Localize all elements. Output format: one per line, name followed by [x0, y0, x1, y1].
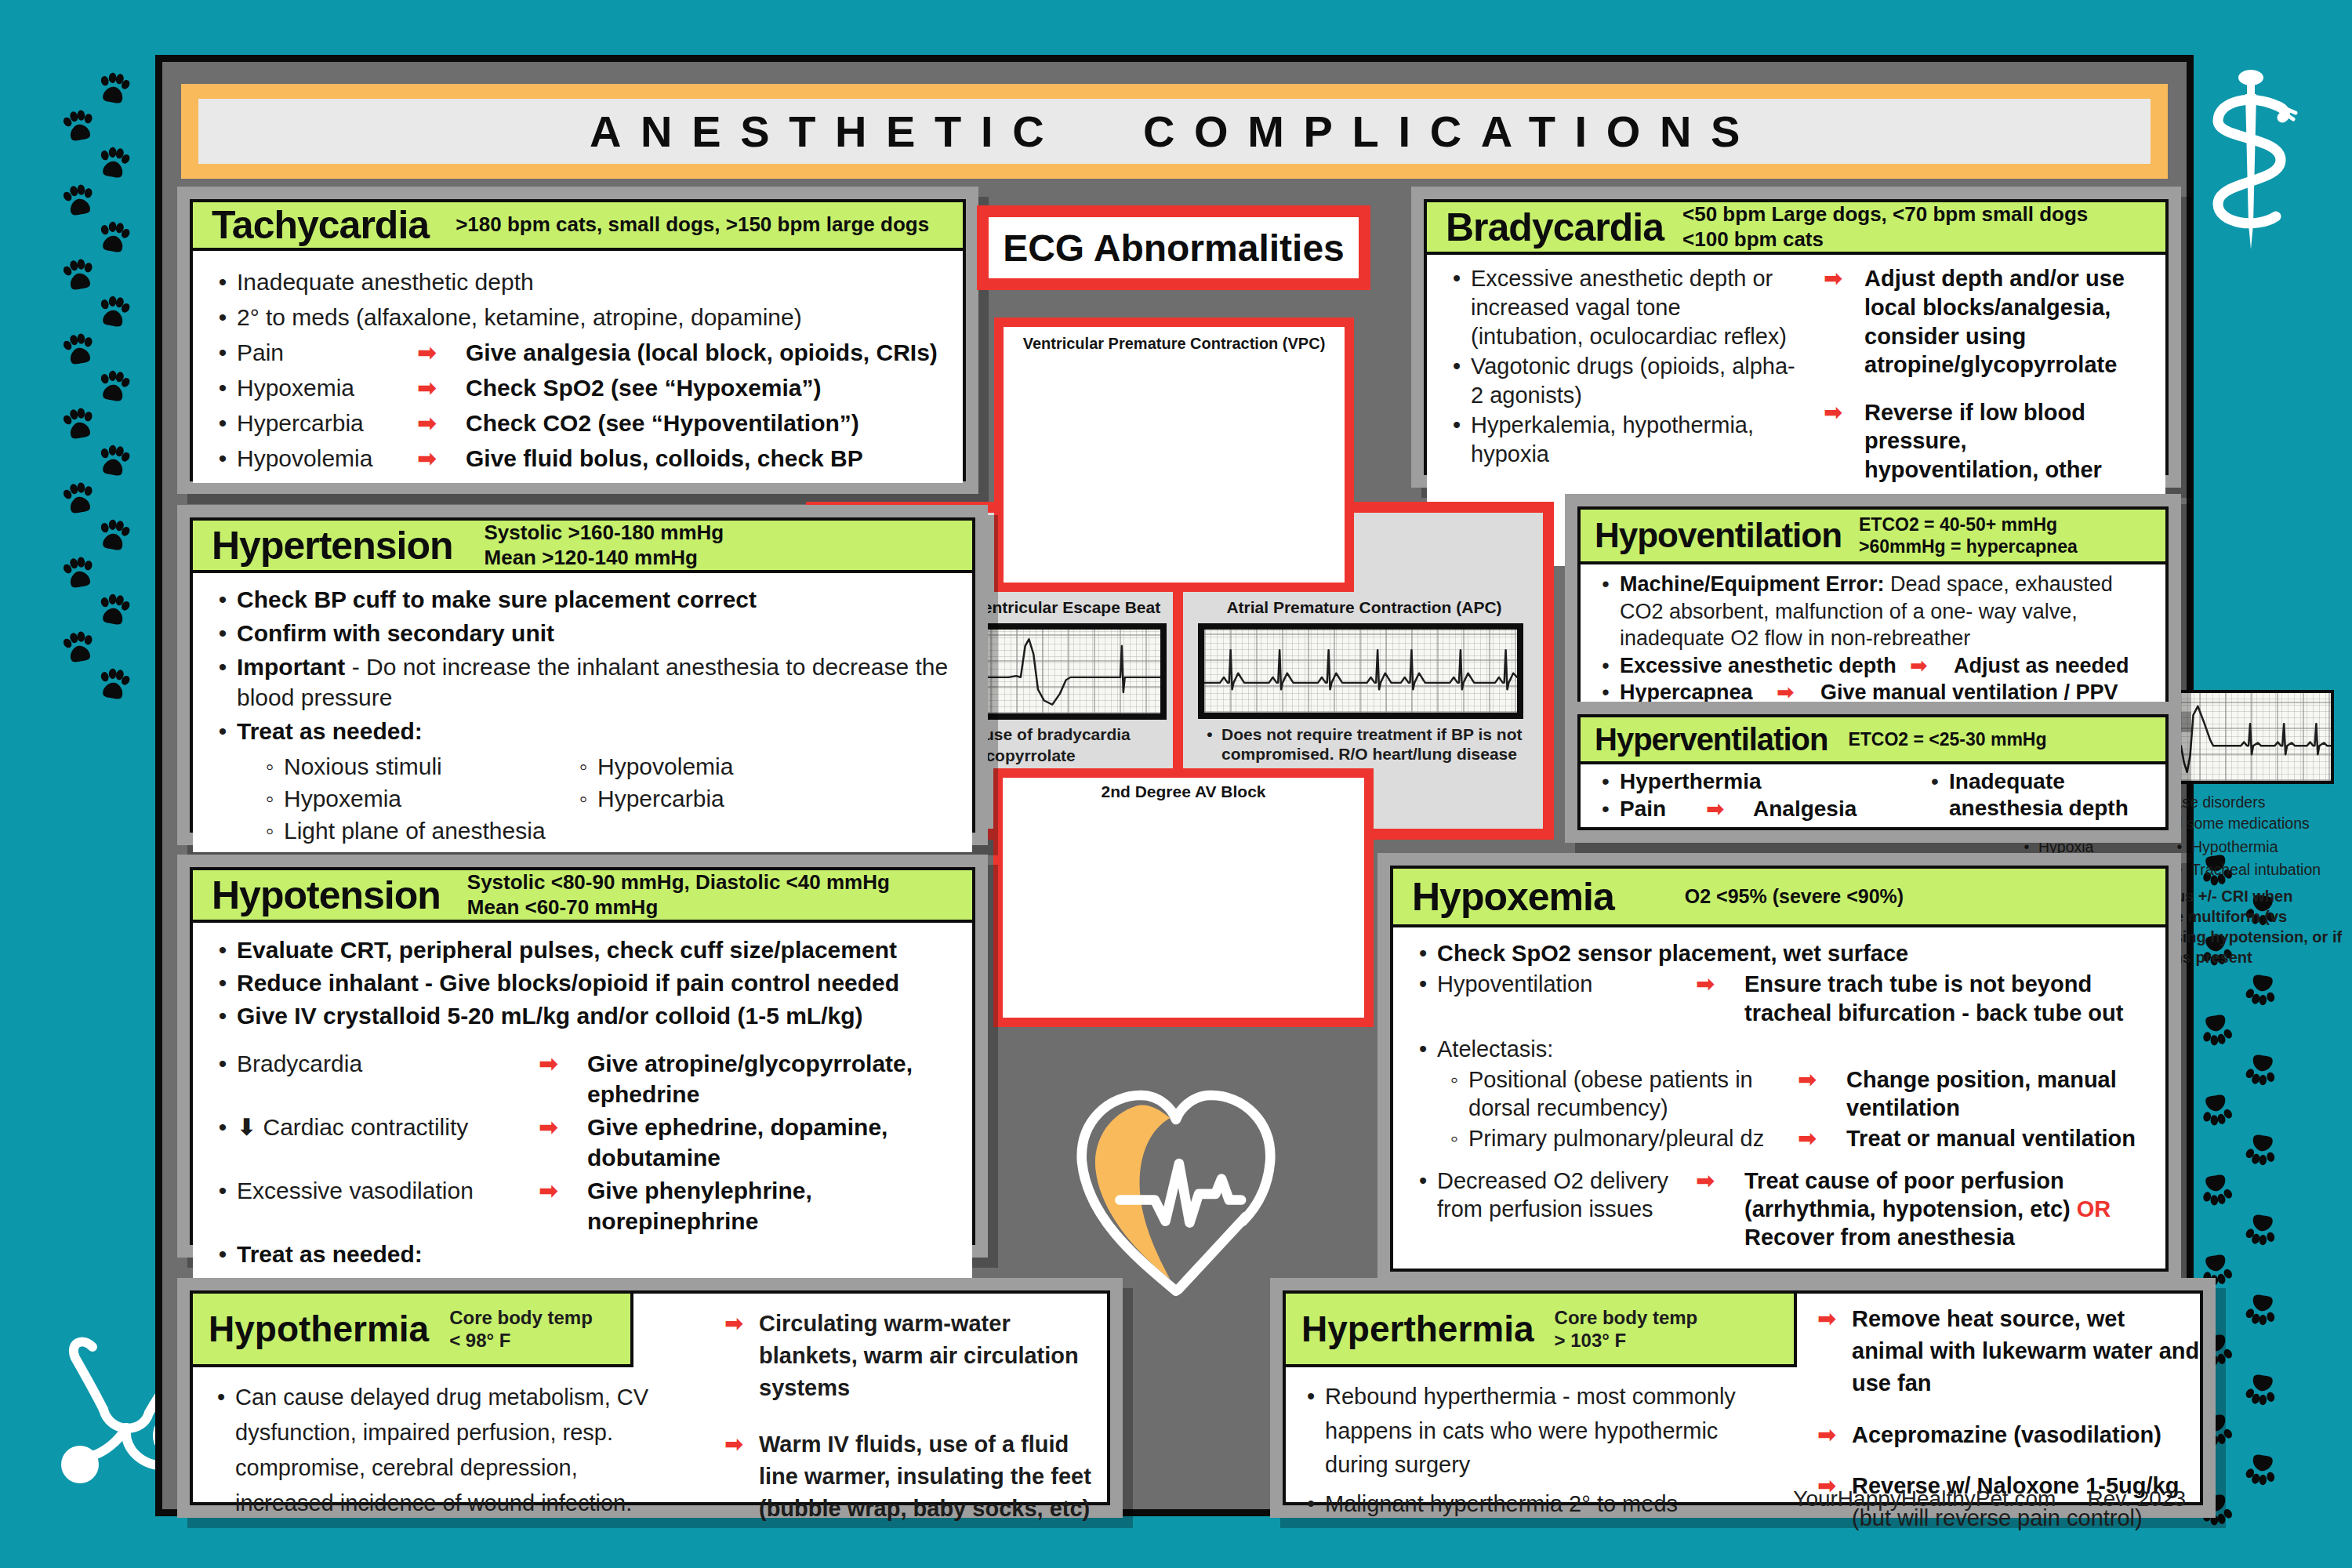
panel-subtitle: Systolic <80-90 mmHg, Diastolic <40 mmHg… [467, 870, 890, 920]
arrow-icon: ➡ [1817, 1303, 1852, 1335]
hypothermia-header: Hypothermia Core body temp < 98° F [190, 1290, 633, 1367]
avblock-box: 2nd Degree AV Block Increased vagal tone… [993, 768, 1374, 1027]
list-item: Hypoxemia [284, 783, 401, 814]
paw-icon [2241, 1052, 2281, 1091]
paw-icon [2198, 1012, 2237, 1051]
action: Change position, manual ventilation [1846, 1065, 2147, 1123]
list-item: Hypovolemia [597, 751, 733, 782]
bradycardia-header: Bradycardia <50 bpm Large dogs, <70 bpm … [1427, 202, 2165, 255]
cause: Vagotonic drugs (opioids, alpha-2 agonis… [1471, 352, 1795, 409]
paw-icon [59, 626, 99, 666]
hyperventilation-header: Hyperventilation ETCO2 = <25-30 mmHg [1581, 717, 2165, 764]
list-item: Reduce inhalant - Give blocks/opioid if … [237, 967, 899, 998]
list-item: Evaluate CRT, peripheral pulses, check c… [237, 935, 897, 965]
arrow-icon: ➡ [1798, 1124, 1846, 1152]
hypoventilation-body: Machine/Equipment Error: Dead space, exh… [1581, 564, 2165, 706]
paw-icon [95, 439, 134, 478]
list-item: Give IV crystalloid 5-20 mL/kg and/or co… [237, 1000, 863, 1031]
panel-subtitle: >180 bpm cats, small dogs, >150 bpm larg… [456, 212, 929, 238]
vpc-box: Ventricular Premature Contraction (VPC) … [994, 318, 1354, 592]
panel-subtitle: O2 <95% (severe <90%) [1685, 884, 1904, 909]
paw-icon [95, 365, 134, 404]
action: Ensure trach tube is not beyond tracheal… [1744, 970, 2147, 1027]
panel-subtitle: Core body temp > 103° F [1555, 1306, 1698, 1352]
list-item: Light plane of anesthesia [284, 815, 546, 846]
arrow-icon: ➡ [1696, 970, 1744, 998]
hypertension-panel: Hypertension Systolic >160-180 mmHg Mean… [177, 505, 988, 845]
action: Give phenylephrine, norepinephrine [587, 1175, 953, 1236]
cause: Excessive anesthetic depth [1620, 652, 1910, 680]
list-item: Hypercarbia [597, 783, 724, 814]
paw-icon [95, 67, 134, 106]
ecg-title: ECG Abnormalities [1003, 227, 1345, 270]
arrow-icon: ➡ [417, 372, 466, 403]
list-item: Treat as needed: [237, 1239, 423, 1269]
list-item: Inadequate anesthesia depth [1949, 768, 2153, 821]
hypoventilation-panel: Hypoventilation ETCO2 = 40-50+ mmHg >60m… [1565, 494, 2181, 722]
action: Reverse if low blood pressure, hypoventi… [1864, 398, 2147, 485]
panel-subtitle: Systolic >160-180 mmHg Mean >120-140 mmH… [485, 521, 724, 570]
paw-icon [2241, 1372, 2281, 1411]
action: Give ephedrine, dopamine, dobutamine [587, 1112, 953, 1173]
arrow-icon: ➡ [724, 1428, 759, 1461]
hyperventilation-body: Hyperthermia Pain➡Analgesia Inadequate a… [1581, 764, 2165, 827]
arrow-icon: ➡ [1824, 398, 1864, 427]
cause: Hypoventilation [1437, 970, 1696, 998]
hypoxemia-header: Hypoxemia O2 <95% (severe <90%) [1393, 869, 2165, 927]
paw-icon [95, 662, 134, 702]
panel-title: Hypotension [212, 873, 441, 918]
panel-subtitle: ETCO2 = 40-50+ mmHg >60mmHg = hypercapne… [1859, 514, 2078, 557]
list-item: Does not require treatment if BP is not … [1221, 724, 1535, 764]
bradycardia-panel: Bradycardia <50 bpm Large dogs, <70 bpm … [1411, 187, 2181, 488]
panel-title: Tachycardia [212, 202, 429, 248]
hypertension-body: Check BP cuff to make sure placement cor… [193, 573, 972, 852]
list-item: Atelectasis: [1437, 1035, 1553, 1063]
hypoxemia-panel: Hypoxemia O2 <95% (severe <90%) Check Sp… [1377, 853, 2181, 1284]
action: Adjust depth and/or use local blocks/ana… [1864, 264, 2147, 379]
tachycardia-body: Inadequate anesthetic depth 2° to meds (… [193, 251, 963, 483]
arrow-icon: ➡ [1824, 264, 1864, 293]
hyperthermia-panel: Hyperthermia Core body temp > 103° F Reb… [1270, 1278, 2216, 1518]
arrow-icon: ➡ [1798, 1065, 1846, 1094]
hypoventilation-header: Hypoventilation ETCO2 = 40-50+ mmHg >60m… [1581, 510, 2165, 564]
hypothermia-panel: Hypothermia Core body temp < 98° F Can c… [177, 1278, 1123, 1518]
cause: ⬇ Cardiac contractility [237, 1112, 539, 1142]
apc-ecg-strip [1198, 623, 1523, 719]
paw-icon [59, 551, 99, 591]
action: Treat or manual ventilation [1846, 1124, 2147, 1152]
arrow-icon: ➡ [539, 1112, 587, 1142]
action: Check SpO2 (see “Hypoxemia”) [466, 372, 944, 403]
panel-subtitle: <50 bpm Large dogs, <70 bpm small dogs <… [1682, 202, 2088, 252]
heartbeat-logo [1054, 1073, 1298, 1308]
arrow-icon: ➡ [1910, 652, 1954, 680]
hypoxemia-body: Check SpO2 sensor placement, wet surface… [1393, 927, 2165, 1269]
paw-icon [2198, 1172, 2237, 1211]
panel-title: Hyperthermia [1301, 1308, 1534, 1350]
hyperthermia-header: Hyperthermia Core body temp > 103° F [1283, 1290, 1797, 1367]
tachycardia-panel: Tachycardia >180 bpm cats, small dogs, >… [177, 187, 978, 494]
cause: Positional (obese patients in dorsal rec… [1468, 1065, 1798, 1123]
action: Give atropine/glycopyrrolate, ephedrine [587, 1048, 953, 1109]
list-item: Important - Do not increase the inhalant… [237, 652, 953, 713]
tachycardia-header: Tachycardia >180 bpm cats, small dogs, >… [193, 202, 963, 251]
footer-credit: YourHappyHealthyPet.comRev. 2023 [1411, 1486, 2186, 1512]
cause: Pain [237, 337, 417, 368]
list-item: Treat as needed: [237, 716, 423, 746]
hypotension-header: Hypotension Systolic <80-90 mmHg, Diasto… [193, 870, 972, 923]
cause: Hypovolemia [237, 443, 417, 474]
action: Warm IV fluids, use of a fluid line warm… [759, 1428, 1101, 1526]
hypothermia-actions: ➡Circulating warm-water blankets, warm a… [701, 1306, 1101, 1526]
cause: Bradycardia [237, 1048, 539, 1079]
paw-icon [95, 588, 134, 627]
list-item: Machine/Equipment Error: Dead space, exh… [1620, 571, 2153, 652]
list-item: Tracheal intubation [2191, 860, 2321, 880]
cause: Primary pulmonary/pleural dz [1468, 1124, 1798, 1152]
paw-icon [59, 179, 99, 219]
action: Acepromazine (vasodilation) [1852, 1419, 2161, 1451]
arrow-icon: ➡ [417, 337, 466, 368]
paw-icon [95, 216, 134, 255]
cause: Decreased O2 delivery from perfusion iss… [1437, 1167, 1696, 1224]
list-item: Hyperthermia [1620, 768, 1762, 795]
action: Give analgesia (local block, opioids, CR… [466, 337, 944, 368]
